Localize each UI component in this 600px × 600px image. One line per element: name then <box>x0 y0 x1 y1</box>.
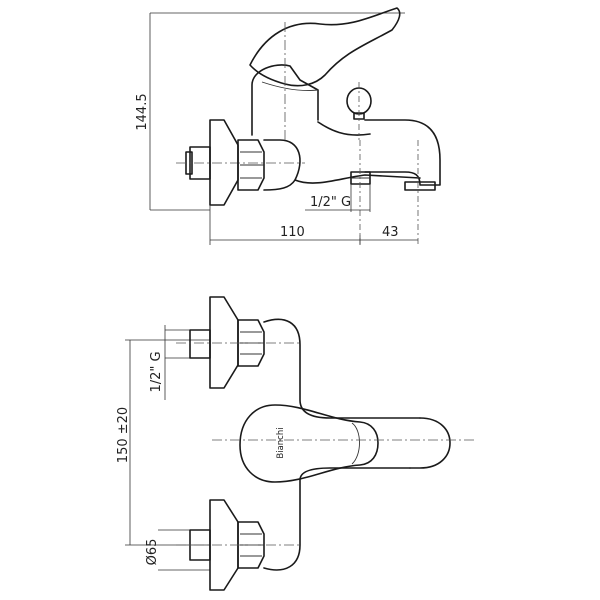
lever-front: Bianchi <box>212 404 475 483</box>
inlet-pipe <box>176 146 305 180</box>
side-view: 144.5 <box>135 7 441 245</box>
hex-nut <box>237 139 265 191</box>
flange-dim-label: Ø65 <box>145 539 160 566</box>
flange-dimension: Ø65 <box>145 529 210 571</box>
front-thread-dimension: 1/2" G <box>149 325 210 400</box>
spout <box>364 119 441 245</box>
mixer-body-front <box>263 318 451 571</box>
brand-label: Bianchi <box>276 427 286 458</box>
spout-dim-label: 43 <box>382 225 399 240</box>
depth-dimension: 110 43 <box>209 205 418 245</box>
depth-dim-label: 110 <box>280 225 305 240</box>
mixer-body <box>251 64 421 191</box>
wall-flange <box>209 119 239 206</box>
side-thread-dimension: 1/2" G <box>305 184 371 212</box>
height-dimension: 144.5 <box>135 12 405 211</box>
center-distance-dim-label: 150 ±20 <box>116 407 131 463</box>
bottom-inlet <box>176 499 300 591</box>
height-dim-label: 144.5 <box>135 93 150 130</box>
side-thread-dim-label: 1/2" G <box>310 195 351 210</box>
front-thread-dim-label: 1/2" G <box>149 351 164 392</box>
top-inlet <box>176 296 300 389</box>
diverter-knob <box>346 82 372 140</box>
front-view: 150 ±20 1/2" G Ø65 <box>116 296 475 591</box>
shower-outlet <box>350 140 371 245</box>
lever-handle <box>249 7 401 140</box>
